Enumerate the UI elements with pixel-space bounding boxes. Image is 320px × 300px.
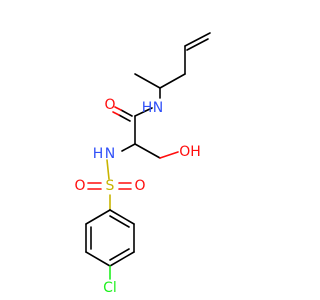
bond-ring-inner-1 <box>109 215 130 228</box>
atom-sulfonamide-nitrogen: N <box>105 146 115 162</box>
bond-vinyl-double-b <box>186 38 209 51</box>
atom-sulfonamide-hydrogen: H <box>93 146 104 162</box>
atom-amide-hydrogen: H <box>142 100 153 116</box>
bond-vinyl-double-a <box>184 32 211 47</box>
bond-alpha-ch2 <box>134 143 161 159</box>
bond-ch2-ch <box>159 73 186 89</box>
atom-hydroxyl: OH <box>179 144 201 160</box>
bond-ring-1 <box>109 209 135 225</box>
bond-n-carbonyl <box>134 107 153 117</box>
molecule-diagram: O N H N H OH S O O Cl <box>74 32 211 296</box>
atom-sulfur: S <box>106 178 115 194</box>
bond-n-s <box>106 159 110 180</box>
bond-ring-3 <box>109 251 135 267</box>
bond-ring-inner-2 <box>109 248 130 261</box>
bond-ring-4 <box>85 251 111 267</box>
bond-carbonyl-double-a <box>120 109 133 117</box>
bond-alpha-n <box>121 143 136 152</box>
bond-ring-6 <box>85 209 111 225</box>
atom-sulfonyl-oxygen-right: O <box>134 178 145 194</box>
bond-ch2-oh <box>159 151 179 159</box>
bond-ch-methyl <box>134 73 161 89</box>
bond-carbonyl-double-b <box>118 114 131 122</box>
atom-amide-oxygen: O <box>104 97 115 113</box>
atom-sulfonyl-oxygen-left: O <box>74 178 85 194</box>
bond-carbonyl-double-b-red <box>112 111 120 116</box>
bond-carbonyl-double-a-red <box>114 106 122 111</box>
atom-amide-nitrogen: N <box>153 100 163 116</box>
atom-chlorine: Cl <box>103 280 117 296</box>
